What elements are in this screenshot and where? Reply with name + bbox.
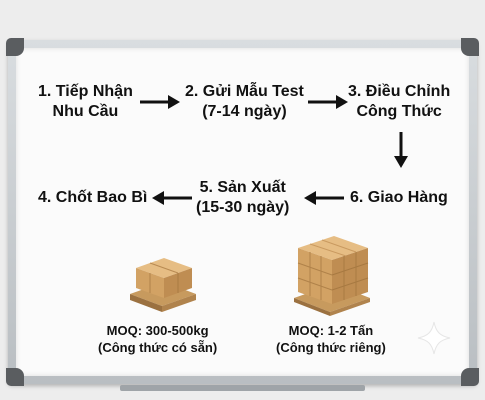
arrow-left-icon <box>304 191 344 205</box>
step-6-line1: 6. Giao Hàng <box>350 189 448 206</box>
large-pallet-boxes-icon <box>294 236 370 316</box>
arrow-left-icon <box>152 191 192 205</box>
step-2-line2: (7-14 ngày) <box>202 103 287 120</box>
option-standard-caption: MOQ: 300-500kg (Công thức có sẵn) <box>98 322 217 356</box>
step-4-finalize-packaging: 4. Chốt Bao Bì <box>38 188 147 208</box>
frame-corner <box>461 368 479 386</box>
marker-tray <box>120 385 365 391</box>
option-standard-moq: MOQ: 300-500kg <box>106 323 209 338</box>
sparkle-icon <box>417 321 451 355</box>
step-6-delivery: 6. Giao Hàng <box>350 188 448 208</box>
option-standard-note: (Công thức có sẵn) <box>98 340 218 355</box>
frame-corner <box>6 38 24 56</box>
option-custom-moq: MOQ: 1-2 Tấn <box>288 323 374 338</box>
step-4-line1: 4. Chốt Bao Bì <box>38 189 148 206</box>
option-custom-note: (Công thức riêng) <box>276 340 386 355</box>
arrow-right-icon <box>140 95 180 109</box>
option-custom-caption: MOQ: 1-2 Tấn (Công thức riêng) <box>276 322 386 356</box>
step-1-line1: 1. Tiếp Nhận <box>38 83 133 100</box>
arrow-right-icon <box>308 95 348 109</box>
step-1-line2: Nhu Cầu <box>52 103 119 120</box>
small-pallet-boxes-icon <box>130 258 196 312</box>
step-5-production: 5. Sản Xuất (15-30 ngày) <box>196 178 289 218</box>
frame-corner <box>6 368 24 386</box>
arrow-down-icon <box>394 132 408 168</box>
step-1-receive-request: 1. Tiếp Nhận Nhu Cầu <box>38 82 133 122</box>
step-2-send-sample: 2. Gửi Mẫu Test (7-14 ngày) <box>185 82 304 122</box>
step-3-adjust-formula: 3. Điều Chỉnh Công Thức <box>348 82 450 122</box>
step-2-line1: 2. Gửi Mẫu Test <box>185 83 304 100</box>
step-3-line2: Công Thức <box>356 103 442 120</box>
step-5-line2: (15-30 ngày) <box>196 199 290 216</box>
frame-corner <box>461 38 479 56</box>
whiteboard-surface <box>16 48 469 376</box>
step-5-line1: 5. Sản Xuất <box>199 179 286 196</box>
step-3-line1: 3. Điều Chỉnh <box>348 83 451 100</box>
